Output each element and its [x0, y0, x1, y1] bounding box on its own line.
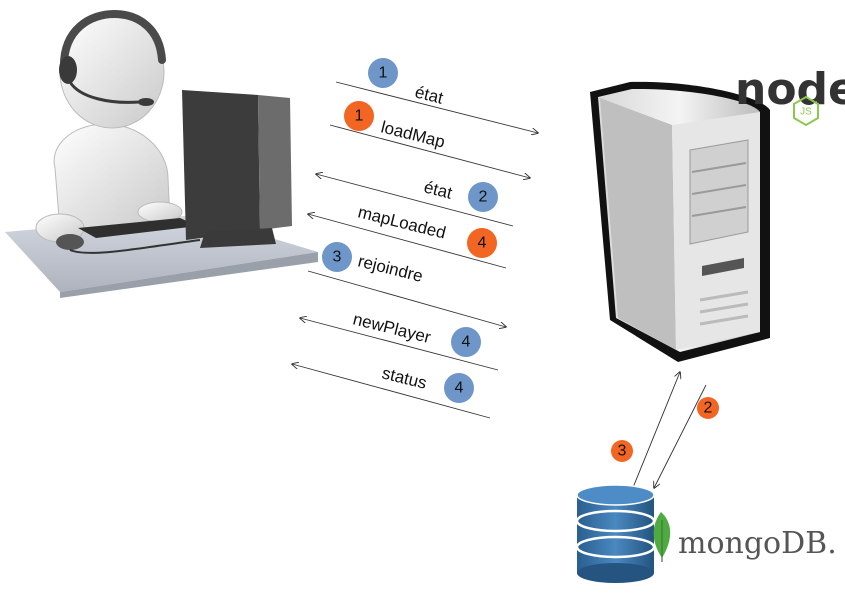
nodejs-js-badge-text: JS [800, 107, 812, 118]
nodejs-logo-text: node [735, 64, 845, 115]
step-badges: 1 1 2 4 3 4 4 [322, 58, 498, 403]
arrow-newplayer-4 [300, 318, 499, 371]
step-badge-number: 1 [379, 65, 388, 82]
mongodb-logo: mongoDB. [653, 512, 837, 562]
step-badge-circle [451, 327, 481, 357]
arrow-server-to-db [654, 384, 707, 488]
message-label-etat-1: état [413, 82, 445, 107]
step-badge-etat-1: 1 [368, 58, 398, 88]
step-badge-etat-2: 2 [468, 182, 498, 212]
step-badge-number: 4 [478, 235, 487, 252]
step-badge-newplayer-4: 4 [451, 327, 481, 357]
step-badge-db-3: 3 [611, 440, 633, 462]
step-badge-number: 2 [704, 400, 713, 417]
arrow-db-to-server [631, 372, 680, 491]
step-badge-number: 1 [355, 108, 364, 125]
mongodb-logo-text: mongoDB. [678, 526, 837, 561]
step-badge-circle [468, 182, 498, 212]
step-badge-loadmap-1: 1 [344, 101, 374, 131]
step-badge-circle [611, 440, 633, 462]
message-label-status: status [380, 363, 429, 392]
step-badge-number: 4 [462, 334, 471, 351]
message-label-newplayer: newPlayer [351, 309, 433, 347]
step-badge-circle [697, 397, 719, 419]
step-badge-circle [467, 228, 497, 258]
arrow-rejoindre-3 [307, 270, 506, 327]
nodejs-js-hexagon-icon [793, 95, 819, 127]
arrow-etat-1 [335, 81, 538, 133]
step-badge-number: 3 [333, 249, 342, 266]
arrow-loadmap-1 [329, 124, 530, 178]
step-badge-number: 4 [455, 380, 464, 397]
step-badge-status-4: 4 [444, 373, 474, 403]
step-badge-circle [344, 101, 374, 131]
message-label-maploaded: mapLoaded [356, 202, 448, 242]
server-tower-icon [590, 81, 770, 362]
arrow-etat-2 [316, 174, 514, 227]
message-labels: état loadMap état mapLoaded rejoindre ne… [351, 82, 454, 392]
nodejs-logo: node JS [735, 64, 845, 127]
step-badge-number: 2 [479, 189, 488, 206]
step-badge-db-2: 2 [697, 397, 719, 419]
message-label-etat-2: état [422, 177, 454, 202]
arrow-status-4 [292, 364, 491, 419]
database-icon [575, 484, 656, 583]
step-badge-circle [368, 58, 398, 88]
step-badge-circle [444, 373, 474, 403]
step-badge-number: 3 [618, 443, 627, 460]
step-badge-circle [322, 242, 352, 272]
arrow-maploaded-4 [308, 214, 507, 269]
step-badge-rejoindre-3: 3 [322, 242, 352, 272]
step-badge-maploaded-4: 4 [467, 228, 497, 258]
client-workstation-icon [5, 9, 318, 298]
message-label-rejoindre: rejoindre [356, 251, 425, 285]
db-links: 2 3 [611, 372, 719, 491]
message-arrows [292, 81, 538, 419]
